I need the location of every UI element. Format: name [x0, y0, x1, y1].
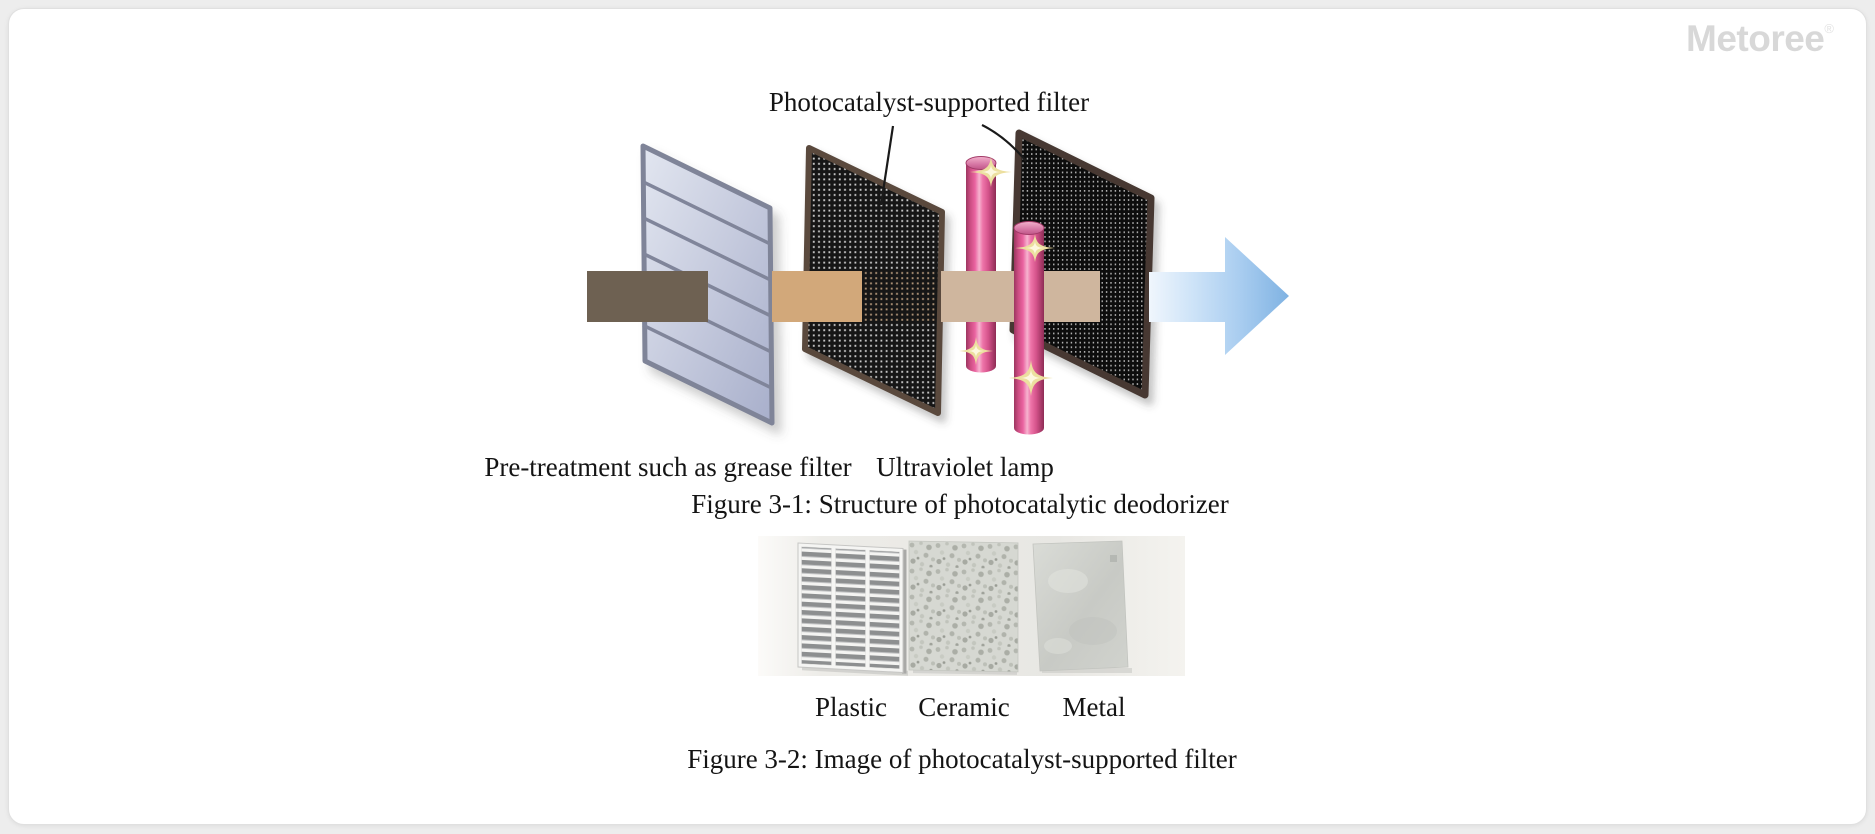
ceramic-sample-graphic [908, 540, 1019, 675]
label-photocatalyst-filter: Photocatalyst-supported filter [768, 87, 1090, 117]
label-material-ceramic: Ceramic [918, 692, 1010, 722]
plastic-sample-graphic [797, 542, 908, 676]
content-card [8, 8, 1867, 825]
uv-lamp-1-graphic [965, 156, 997, 373]
label-material-metal: Metal [1062, 692, 1126, 722]
figure2-samples [758, 536, 1185, 676]
sparkle-icon [970, 157, 1012, 187]
clean-air-arrow [1149, 237, 1289, 355]
mid-air-bar [772, 271, 862, 322]
leader-line-filter2 [981, 124, 1027, 162]
sparkle-icon [1009, 360, 1053, 396]
sparkle-icon [959, 337, 993, 365]
dirty-air-bar [587, 271, 708, 322]
sparkle-icon [1015, 234, 1055, 262]
metoree-logo-text: Metoree [1686, 18, 1825, 59]
figure1-diagram [587, 124, 1289, 435]
registered-mark: ® [1824, 21, 1834, 36]
label-pretreatment: Pre-treatment such as grease filter [484, 452, 852, 482]
metoree-logo: Metoree® [1686, 18, 1866, 60]
metal-sample-graphic [1032, 540, 1132, 673]
uv-lamp-2-graphic [1013, 221, 1045, 435]
figure1-caption: Figure 3-1: Structure of photocatalytic … [691, 489, 1229, 519]
leader-line-filter1 [879, 125, 895, 206]
figure2-caption: Figure 3-2: Image of photocatalyst-suppo… [687, 744, 1237, 774]
label-material-plastic: Plastic [815, 692, 887, 722]
label-uv-lamp: Ultraviolet lamp [876, 452, 1054, 482]
